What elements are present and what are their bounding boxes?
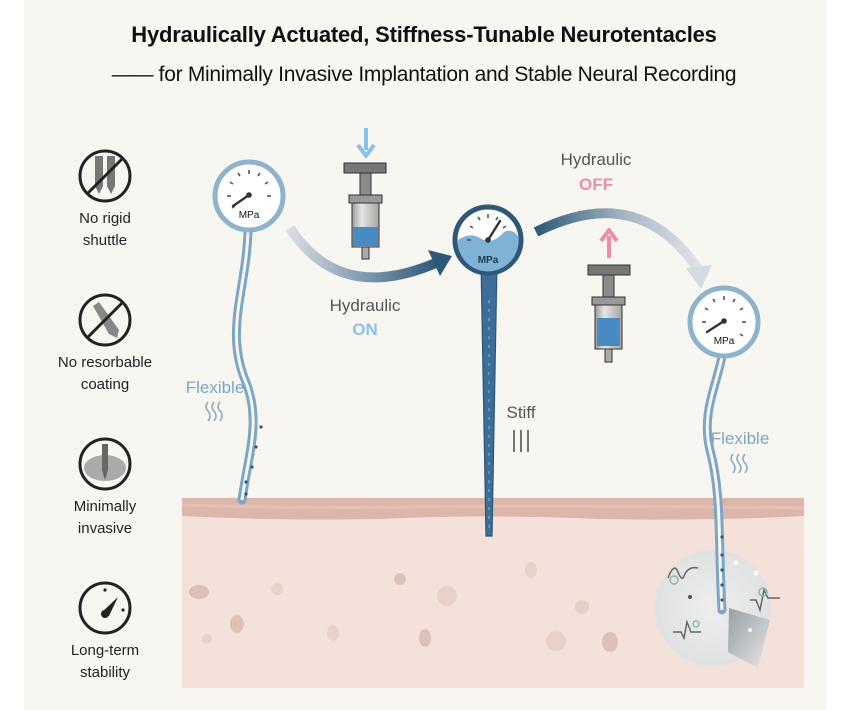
straight-stiff-icon — [513, 430, 529, 452]
feature-label-line2: shuttle — [82, 232, 128, 249]
no-rigid-shuttle-icon — [78, 149, 132, 203]
gauge-ticks — [467, 214, 507, 241]
feature-label-line2: stability — [79, 664, 131, 681]
hydraulic-off-arrow — [533, 208, 712, 289]
feature-label-line1: No resorbable — [57, 354, 153, 371]
arrow-head — [428, 250, 452, 276]
gauge-needle — [486, 219, 502, 242]
pressure-gauge-right: MPa — [687, 285, 761, 359]
electrode-sites — [720, 535, 724, 602]
right-probe-stage: MPa Flexible — [655, 285, 780, 668]
syringe-pull-icon — [587, 228, 631, 363]
syringe-push-icon — [343, 128, 387, 260]
gauge-needle — [705, 319, 726, 334]
electrode-sites — [244, 425, 263, 496]
figure-title: Hydraulically Actuated, Stiffness-Tunabl… — [131, 22, 717, 47]
hydraulic-on-arrow — [285, 225, 452, 283]
feature-label-line1: No rigid — [79, 210, 131, 227]
flexible-label-right: Flexible — [711, 429, 770, 448]
middle-probe-stage: MPa Stiff — [452, 204, 536, 537]
stiff-label: Stiff — [507, 403, 536, 422]
feature-no-rigid-shuttle: No rigid shuttle — [30, 148, 180, 252]
no-resorbable-coating-icon — [78, 293, 132, 347]
hydraulic-on-label: Hydraulic — [330, 296, 401, 315]
flexible-label-left: Flexible — [186, 378, 245, 397]
feature-label-line1: Minimally — [73, 498, 137, 515]
feature-label-line1: Long-term — [70, 642, 140, 659]
feature-label-line2: invasive — [77, 520, 133, 537]
gauge-unit-label: MPa — [239, 210, 260, 221]
gauge-needle — [231, 193, 251, 208]
neural-spike-waveforms — [667, 566, 780, 641]
figure-subtitle: —— for Minimally Invasive Implantation a… — [111, 63, 737, 86]
gauge-ticks — [702, 296, 746, 337]
left-probe-stage: MPa Flexible — [186, 159, 286, 505]
long-term-stability-icon — [78, 581, 132, 635]
feature-label-line2: coating — [80, 376, 130, 393]
feature-minimally-invasive: Minimally invasive — [30, 436, 180, 540]
pressure-gauge-middle: MPa — [452, 204, 524, 276]
wavy-flexible-icon — [205, 401, 223, 422]
pressure-gauge-left: MPa — [212, 159, 286, 233]
feature-long-term-stability: Long-term stability — [30, 580, 180, 684]
gauge-unit-label: MPa — [714, 336, 735, 347]
feature-no-resorbable-coating: No resorbable coating — [30, 292, 180, 396]
minimally-invasive-icon — [78, 437, 132, 491]
hydraulic-off-label: Hydraulic — [561, 150, 632, 169]
wavy-flexible-icon — [730, 453, 748, 474]
hydraulic-on-state: ON — [352, 320, 378, 339]
hydraulic-off-state: OFF — [579, 175, 613, 194]
tissue-cells — [189, 562, 618, 652]
arrow-head — [686, 265, 712, 289]
gauge-unit-label: MPa — [478, 255, 499, 266]
